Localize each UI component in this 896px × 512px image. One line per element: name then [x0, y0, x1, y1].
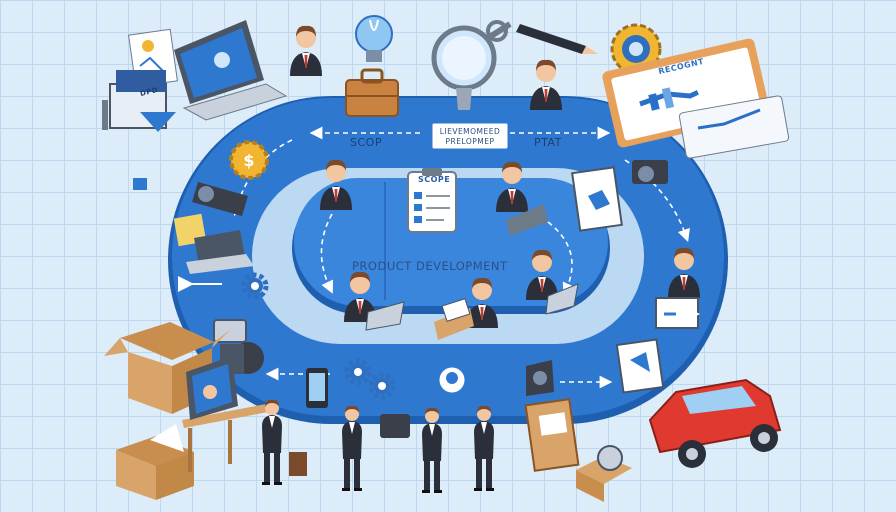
person-top-right	[530, 59, 562, 110]
arrow-screen	[655, 297, 700, 329]
camera-icon	[632, 160, 668, 184]
open-box-icon	[116, 424, 194, 500]
light-bulb-icon	[355, 15, 393, 62]
top-center-label-line1: LIEVEMOMEED	[439, 127, 501, 136]
svg-text:$: $	[243, 151, 254, 170]
laptop-icon	[365, 204, 579, 331]
box-with-tablet	[434, 298, 474, 340]
scope-arrow-label: SCOP	[350, 136, 382, 149]
chart-card	[678, 95, 790, 159]
projector-icon	[576, 445, 632, 502]
clipboard-icon	[407, 168, 457, 233]
person-top-left	[290, 25, 322, 76]
gear-icon	[610, 23, 662, 75]
small-tag	[133, 178, 147, 190]
calendar-icon	[615, 338, 665, 394]
clipboard-title: SCOPE	[418, 175, 451, 184]
smartphone-icon	[306, 368, 328, 408]
dollar-gear-icon: $	[229, 140, 269, 180]
document-stack	[102, 70, 176, 132]
calendar-icon	[571, 166, 623, 232]
briefcase-icon	[345, 68, 399, 117]
top-center-sign	[431, 122, 509, 150]
easel-board	[524, 398, 580, 472]
top-center-label-line2: PRELOPMEP	[445, 137, 495, 146]
laptop-icon	[174, 20, 288, 121]
car-icon	[648, 378, 782, 468]
location-pin-icon	[436, 362, 470, 420]
right-arrow-label: PTAT	[534, 136, 562, 149]
camera-icon	[526, 360, 554, 396]
magnifier-icon	[431, 20, 512, 110]
camera-icon	[192, 182, 248, 216]
pencil-icon	[516, 24, 598, 54]
center-title: PRODUCT DEVELOPMENT	[352, 259, 508, 273]
laptop-left	[173, 213, 254, 274]
briefcase-icon	[289, 414, 410, 476]
desk-workstation	[182, 356, 268, 472]
